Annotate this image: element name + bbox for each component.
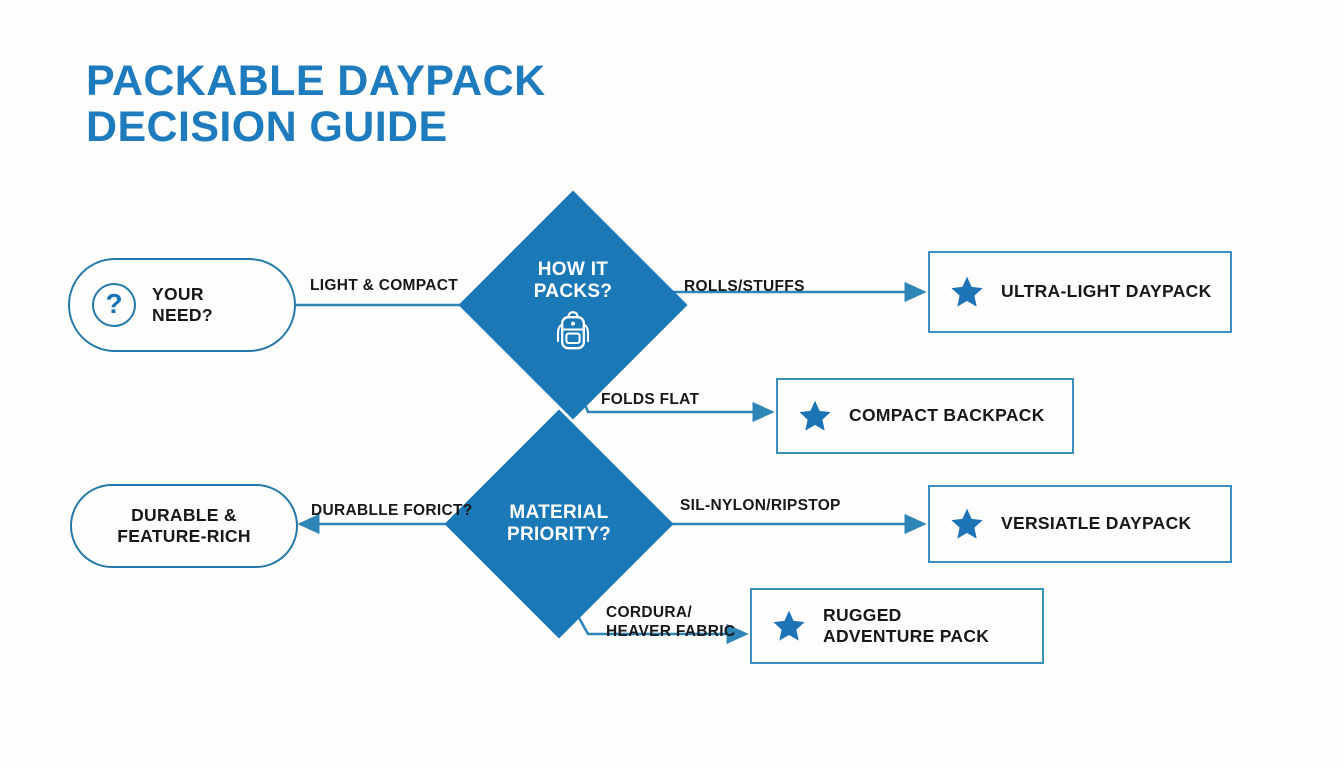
node-material-priority-label: MATERIAL PRIORITY?: [507, 502, 611, 547]
edge-label-light-compact: LIGHT & COMPACT: [310, 277, 459, 294]
node-your-need-label-line-2: NEED?: [152, 305, 213, 325]
node-durable-feature-rich-label-line-2: FEATURE-RICH: [117, 526, 251, 546]
result-compact-backpack-label: COMPACT BACKPACK: [849, 405, 1045, 426]
node-how-it-packs[interactable]: HOW IT PACKS?: [458, 190, 688, 420]
node-material-priority-label-line-2: PRIORITY?: [506, 524, 612, 545]
result-ultra-light-daypack-label-line-1: ULTRA-LIGHT DAYPACK: [1001, 281, 1212, 302]
node-material-priority-label-line-1: MATERIAL: [509, 501, 609, 523]
edge-label-cordura-line-1: CORDURA/: [606, 604, 692, 621]
node-your-need[interactable]: ? YOUR NEED?: [68, 258, 296, 352]
result-ultra-light-daypack[interactable]: ULTRA-LIGHT DAYPACK: [928, 251, 1232, 333]
edge-label-durable-forict: DURABLLE FORICT?: [311, 502, 473, 519]
result-versiatle-daypack-label: VERSIATLE DAYPACK: [1001, 513, 1192, 534]
edge-label-sil-nylon-ripstop: SIL-NYLON/RIPSTOP: [680, 497, 841, 514]
page-title-line-1: PACKABLE DAYPACK: [86, 57, 546, 105]
edge-label-cordura-line-2: HEAVER FABRIC: [606, 622, 736, 640]
result-rugged-adventure-pack-label-line-2: ADVENTURE PACK: [823, 626, 990, 646]
star-icon: [773, 610, 805, 641]
question-mark-glyph: ?: [105, 288, 123, 319]
star-icon: [951, 276, 983, 307]
node-your-need-label: YOUR NEED?: [152, 284, 213, 326]
edge-label-cordura-heaver-fabric: CORDURA/ HEAVER FABRIC: [606, 604, 735, 641]
node-durable-feature-rich-label-line-1: DURABLE &: [131, 505, 237, 525]
result-rugged-adventure-pack-label-line-1: RUGGED: [823, 604, 902, 625]
edge-label-rolls-stuffs: ROLLS/STUFFS: [684, 278, 805, 295]
result-versiatle-daypack-label-line-1: VERSIATLE DAYPACK: [1001, 513, 1192, 534]
node-material-priority-content: MATERIAL PRIORITY?: [478, 443, 640, 605]
star-icon: [951, 508, 983, 539]
result-compact-backpack-label-line-1: COMPACT BACKPACK: [849, 405, 1045, 426]
node-how-it-packs-label-line-2: PACKS?: [533, 281, 613, 302]
node-material-priority[interactable]: MATERIAL PRIORITY?: [444, 409, 674, 639]
backpack-icon: [556, 311, 590, 350]
result-compact-backpack[interactable]: COMPACT BACKPACK: [776, 378, 1074, 454]
page-title: PACKABLE DAYPACK DECISION GUIDE: [86, 58, 546, 150]
node-how-it-packs-content: HOW IT PACKS?: [492, 224, 654, 386]
result-ultra-light-daypack-label: ULTRA-LIGHT DAYPACK: [1001, 281, 1212, 302]
question-mark-circle-icon: ?: [92, 283, 136, 327]
result-rugged-adventure-pack-label: RUGGED ADVENTURE PACK: [823, 605, 989, 648]
edge-label-folds-flat: FOLDS FLAT: [601, 391, 700, 408]
result-versiatle-daypack[interactable]: VERSIATLE DAYPACK: [928, 485, 1232, 563]
node-durable-feature-rich[interactable]: DURABLE & FEATURE-RICH: [70, 484, 298, 568]
page-title-line-2: DECISION GUIDE: [86, 103, 448, 151]
node-durable-feature-rich-label: DURABLE & FEATURE-RICH: [117, 505, 251, 547]
node-how-it-packs-label: HOW IT PACKS?: [534, 259, 613, 304]
node-how-it-packs-label-line-1: HOW IT: [537, 258, 609, 280]
node-your-need-label-line-1: YOUR: [152, 284, 204, 304]
star-icon: [799, 400, 831, 431]
result-rugged-adventure-pack[interactable]: RUGGED ADVENTURE PACK: [750, 588, 1044, 664]
